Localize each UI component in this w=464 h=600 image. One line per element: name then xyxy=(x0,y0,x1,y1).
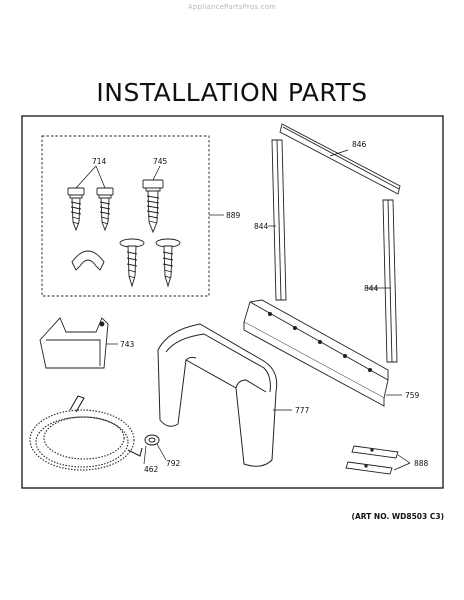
callout-745: 745 xyxy=(153,157,168,166)
screw-714-a xyxy=(67,187,85,232)
clips-888 xyxy=(345,445,399,475)
clip-part xyxy=(71,250,105,271)
callout-844-right: 844 xyxy=(364,284,379,293)
screw-745 xyxy=(142,179,164,234)
callout-846: 846 xyxy=(352,140,367,149)
screw-bottom-a xyxy=(119,238,145,288)
leader-lines xyxy=(75,149,411,471)
screw-714-b xyxy=(96,187,114,232)
base-channel-759 xyxy=(243,299,389,407)
drain-hose-462 xyxy=(29,395,143,471)
screw-kit-box xyxy=(41,135,210,297)
bracket-743 xyxy=(39,317,109,369)
watermark: AppliancePartsPros.com xyxy=(187,3,277,11)
callout-759: 759 xyxy=(405,391,420,400)
screw-bottom-b xyxy=(155,238,181,288)
callout-792: 792 xyxy=(166,459,181,468)
diagram-frame xyxy=(21,115,444,489)
art-number: (ART NO. WD8503 C3) xyxy=(351,512,444,521)
callout-888: 888 xyxy=(414,459,429,468)
side-strip-844-right xyxy=(382,199,398,363)
callout-777: 777 xyxy=(295,406,310,415)
callout-743: 743 xyxy=(120,340,135,349)
hose-clamp-792 xyxy=(144,434,160,446)
callout-889: 889 xyxy=(226,211,241,220)
side-strip-844-left xyxy=(271,139,287,301)
callout-714: 714 xyxy=(92,157,107,166)
top-rail-846 xyxy=(279,123,401,195)
callout-844-left: 844 xyxy=(254,222,269,231)
page-title: INSTALLATION PARTS xyxy=(96,78,368,107)
insulation-blanket-777 xyxy=(157,323,278,467)
callout-462: 462 xyxy=(144,465,159,474)
